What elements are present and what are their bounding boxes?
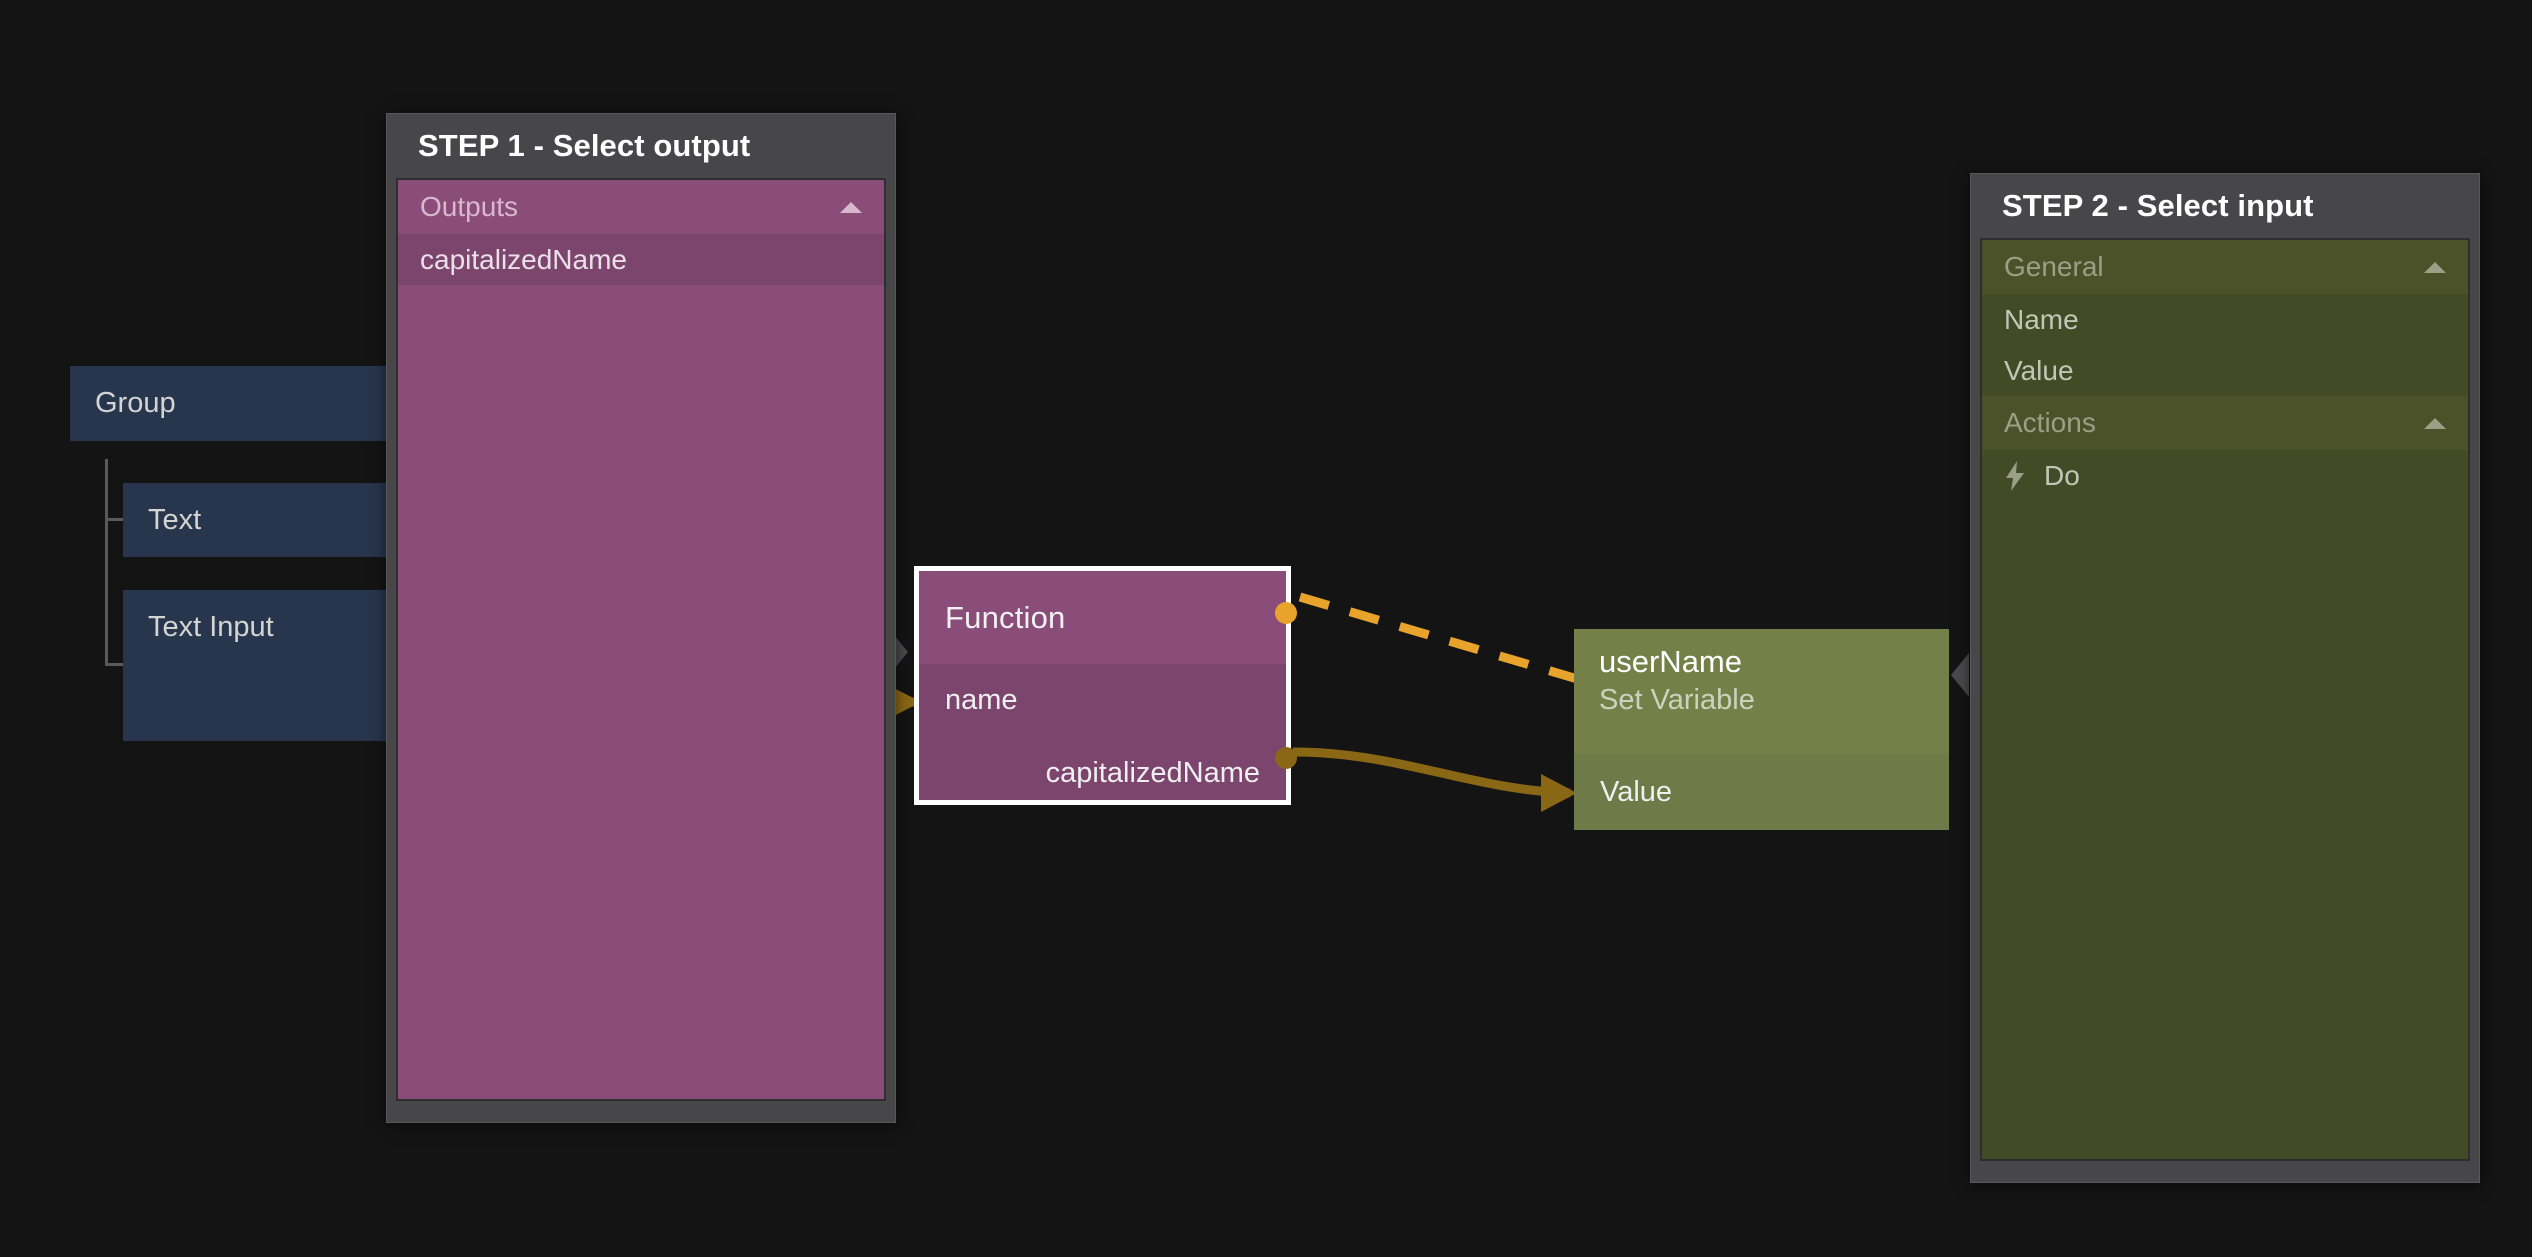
data-port-icon[interactable] [1275,747,1297,769]
set-variable-value-row[interactable]: Value [1574,754,1949,830]
list-item-label: Do [2044,459,2080,491]
caret-up-icon[interactable] [2424,261,2446,273]
function-node[interactable]: Function name capitalizedName [914,566,1297,805]
step-1-panel[interactable]: STEP 1 - Select output Outputs capitaliz… [386,113,896,1123]
tree-line-vertical [105,459,108,666]
set-variable-value-label: Value [1600,775,1673,808]
set-variable-node[interactable]: userName Set Variable Value [1574,629,1949,830]
function-node-input-row[interactable]: name [919,664,1286,737]
tree-card-filler [123,664,400,741]
step-2-title: STEP 2 - Select input [2002,188,2314,223]
exec-chevron-icon[interactable] [1951,653,1969,697]
set-variable-subtitle: Set Variable [1599,684,1755,716]
tree-line-branch-text-input [105,663,123,666]
tree-item-label: Group [95,387,176,419]
tree-item-text-input[interactable]: Text Input [123,590,400,664]
list-item-value[interactable]: Value [1982,345,2468,396]
caret-up-icon[interactable] [840,201,862,213]
caret-up-icon[interactable] [2424,417,2446,429]
tree-item-text[interactable]: Text [123,483,400,557]
list-item-capitalized-name[interactable]: capitalizedName [398,234,884,285]
tree-line-branch-text [105,518,123,521]
exec-port-icon[interactable] [1275,602,1297,624]
tree-item-group[interactable]: Group [70,366,400,441]
function-node-title: Function [945,599,1066,635]
list-group-general[interactable]: General [1982,240,2468,294]
set-variable-title: userName [1599,644,1742,679]
function-input-label: name [945,684,1018,716]
function-node-output-row[interactable]: capitalizedName [919,737,1286,810]
tree-item-label: Text [148,503,202,536]
list-item-label: capitalizedName [420,243,627,275]
step-1-list[interactable]: Outputs capitalizedName [396,178,886,1101]
tree-item-label: Text Input [148,610,274,643]
lightning-bolt-icon [2004,460,2026,491]
step-2-panel[interactable]: STEP 2 - Select input General Name Value… [1970,173,2480,1183]
list-item-name[interactable]: Name [1982,294,2468,345]
list-group-label: Actions [2004,407,2096,438]
list-item-label: Value [2004,354,2074,386]
list-group-label: General [2004,251,2104,282]
list-item-label: Name [2004,303,2079,335]
function-node-header: Function [919,571,1286,664]
list-group-label: Outputs [420,191,519,222]
component-tree: Group Text Text Input [70,366,400,766]
list-item-do[interactable]: Do [1982,450,2468,501]
list-group-actions[interactable]: Actions [1982,396,2468,450]
list-group-outputs[interactable]: Outputs [398,180,884,234]
step-2-list[interactable]: General Name Value Actions Do [1980,238,2470,1161]
set-variable-node-header: userName Set Variable [1574,629,1949,754]
step-1-title: STEP 1 - Select output [418,128,751,163]
function-output-label: capitalizedName [1045,757,1260,789]
